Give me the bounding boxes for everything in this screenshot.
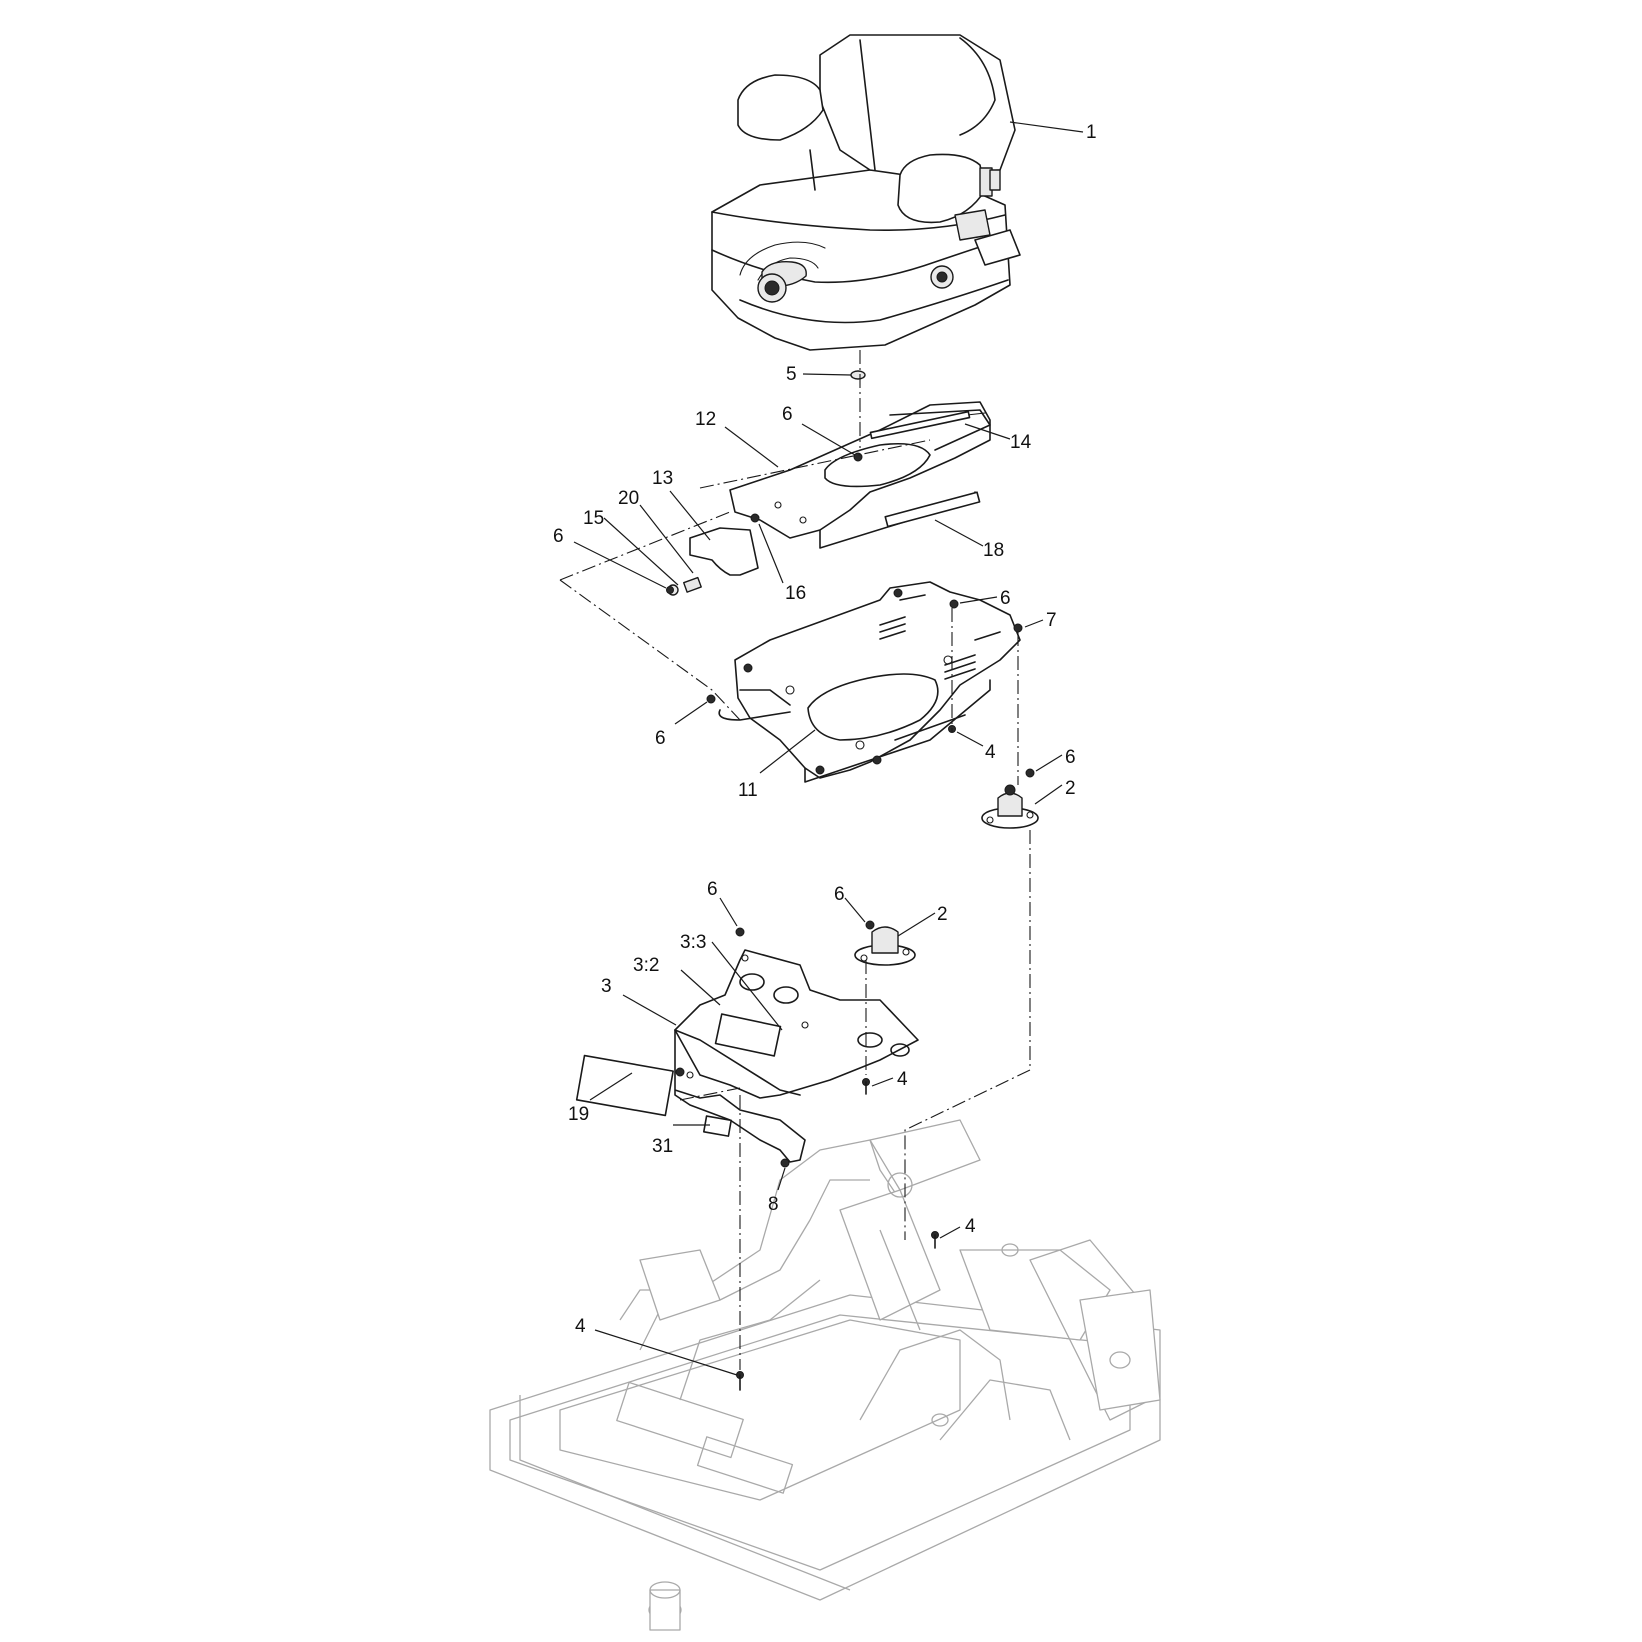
seat-plate-12 — [729, 401, 991, 549]
callout-6-latch: 6 — [553, 526, 564, 547]
callout-15: 15 — [583, 508, 604, 529]
callout-20: 20 — [618, 488, 639, 509]
callout-8: 8 — [768, 1194, 779, 1215]
callout-6-mount-lower: 6 — [834, 884, 845, 905]
rubber-mount-lower — [854, 926, 916, 966]
seat — [711, 34, 1021, 351]
callout-4-frame: 4 — [965, 1216, 976, 1237]
callout-3-2: 3:2 — [633, 955, 659, 976]
callout-3-3: 3:3 — [680, 932, 706, 953]
callout-4-bottom: 4 — [575, 1316, 586, 1337]
callout-4-plate: 4 — [985, 742, 996, 763]
mower-frame — [489, 1119, 1161, 1631]
center-lines — [559, 350, 1031, 1370]
hardware — [706, 370, 1035, 1391]
callout-11: 11 — [738, 780, 758, 801]
callout-13: 13 — [652, 468, 673, 489]
callout-7: 7 — [1046, 610, 1057, 631]
rubber-mount-upper — [981, 784, 1039, 829]
plate-slots — [879, 594, 1001, 741]
callout-6-plate-right: 6 — [1000, 588, 1011, 609]
callout-14: 14 — [1010, 432, 1032, 453]
callout-12: 12 — [695, 409, 716, 430]
suspension-plate-11 — [718, 581, 1021, 783]
callout-6-bracket: 6 — [707, 879, 718, 900]
latch-assembly — [666, 513, 760, 596]
callout-31: 31 — [652, 1136, 673, 1157]
callout-6-seat-plate: 6 — [782, 404, 793, 425]
callout-3: 3 — [601, 976, 612, 997]
leader-lines — [573, 121, 1084, 1376]
callout-5: 5 — [786, 364, 797, 385]
callout-2-lower: 2 — [937, 904, 948, 925]
callout-labels: 1 5 12 6 14 13 20 15 6 16 18 6 7 6 4 11 … — [553, 122, 1097, 1337]
callout-1: 1 — [1086, 122, 1097, 143]
callout-18: 18 — [983, 540, 1004, 561]
callout-6-plate-left: 6 — [655, 728, 666, 749]
callout-4-bracket: 4 — [897, 1069, 908, 1090]
callout-2-upper: 2 — [1065, 778, 1076, 799]
callout-16: 16 — [785, 583, 806, 604]
callout-19: 19 — [568, 1104, 589, 1125]
callout-6-mount-upper: 6 — [1065, 747, 1076, 768]
